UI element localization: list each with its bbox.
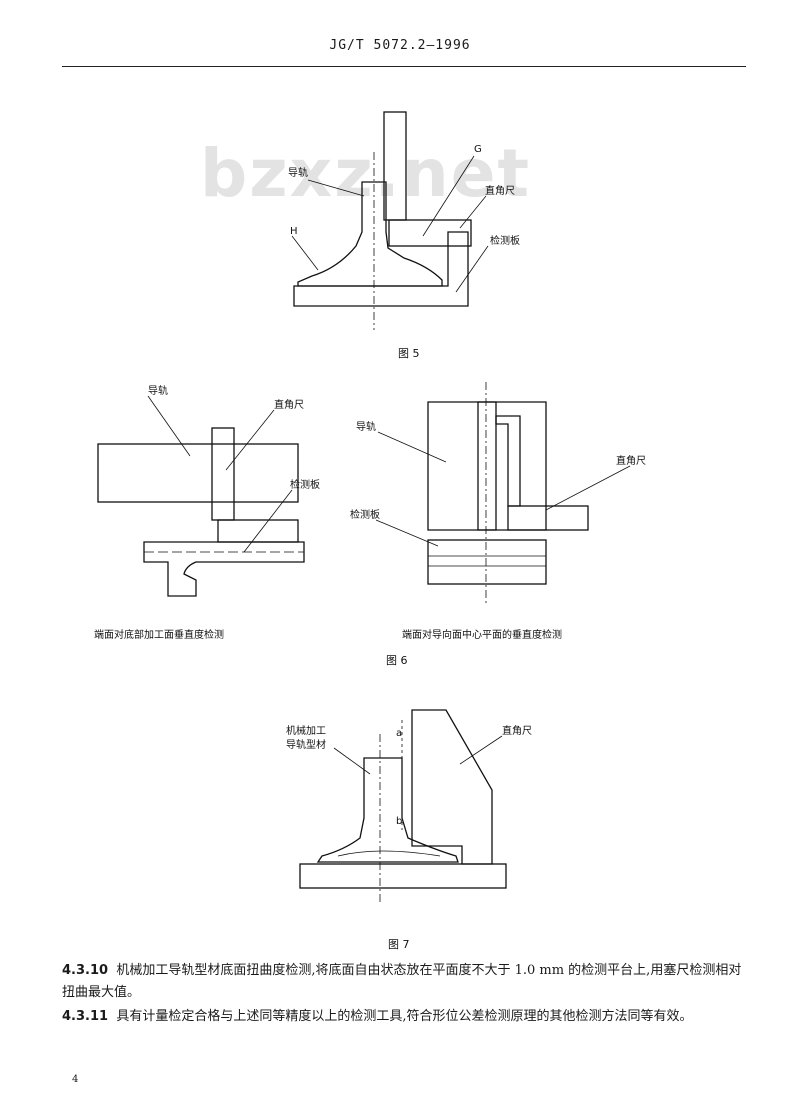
fig5-label-h: H — [290, 226, 298, 237]
paragraph-4-3-11: 4.3.11 具有计量检定合格与上述同等精度以上的检测工具,符合形位公差检测原理… — [62, 1006, 752, 1028]
fig5-leader-g — [422, 155, 475, 237]
paragraph-number: 4.3.11 — [62, 1009, 109, 1024]
fig7-caption: 图 7 — [388, 938, 410, 951]
fig6r-square-foot — [507, 505, 589, 531]
fig7-label-b: b — [396, 816, 402, 827]
fig5-square-foot — [388, 219, 472, 247]
fig7-leader-rail — [333, 747, 371, 775]
paragraph-4-3-10: 4.3.10 机械加工导轨型材底面扭曲度检测,将底面自由状态放在平面度不大于 1… — [62, 960, 752, 1004]
fig6r-leader-rail — [377, 431, 447, 463]
fig6r-leader-plate — [375, 519, 439, 547]
fig6r-label-plate: 检测板 — [350, 508, 380, 521]
paragraph-text: 具有计量检定合格与上述同等精度以上的检测工具,符合形位公差检测原理的其他检测方法… — [116, 1009, 693, 1024]
fig5-leader-h — [291, 235, 319, 271]
fig6-caption: 图 6 — [386, 654, 408, 667]
fig7-leader-square — [459, 735, 503, 765]
watermark: bzxz.net — [200, 135, 532, 212]
fig7-rail-foot-hatch — [337, 850, 441, 857]
fig6r-label-rail: 导轨 — [356, 420, 376, 433]
fig6l-label-rail: 导轨 — [148, 384, 168, 397]
fig6r-rail-body — [427, 401, 547, 531]
fig5-label-rail: 导轨 — [288, 166, 308, 179]
fig5-square-blade — [383, 111, 407, 221]
fig5-label-g: G — [474, 144, 482, 155]
figure-6-left: 导轨 直角尺 检测板 端面对底部加工面垂直度检测 — [94, 384, 320, 641]
fig5-label-square: 直角尺 — [485, 184, 515, 197]
fig7-base — [299, 863, 507, 889]
fig6l-leader-square — [225, 409, 275, 471]
fig7-label-rail-2: 导轨型材 — [286, 738, 326, 751]
document-header: JG/T 5072.2—1996 — [329, 38, 471, 53]
fig6r-caption: 端面对导向面中心平面的垂直度检测 — [402, 628, 562, 641]
figure-6-right: 导轨 直角尺 检测板 端面对导向面中心平面的垂直度检测 — [350, 382, 646, 641]
fig5-leader-plate — [455, 245, 489, 293]
fig7-rail-profile — [316, 757, 459, 863]
fig6l-rail-body — [97, 443, 299, 503]
fig5-caption: 图 5 — [398, 347, 420, 360]
fig6l-leader-rail — [147, 395, 191, 457]
fig7-label-a: a — [396, 728, 402, 739]
fig7-label-square: 直角尺 — [502, 724, 532, 737]
figure-7: 机械加工 导轨型材 直角尺 a b 图 7 — [286, 709, 532, 951]
fig5-leader-square — [459, 195, 487, 229]
fig6r-leader-square — [545, 465, 631, 511]
figure-5: G 导轨 直角尺 H 检测板 图 5 — [288, 111, 520, 360]
fig5-label-plate: 检测板 — [490, 234, 520, 247]
fig6l-square-vertical — [211, 427, 235, 521]
fig6l-label-square: 直角尺 — [274, 398, 304, 411]
fig7-label-rail-1: 机械加工 — [286, 724, 326, 737]
fig5-rail-profile — [297, 181, 443, 287]
header-rule — [62, 66, 746, 67]
fig6l-square-foot — [217, 519, 299, 543]
fig6r-plate — [427, 539, 547, 585]
paragraph-number: 4.3.10 — [62, 963, 109, 978]
fig6l-plate — [143, 541, 305, 597]
fig5-leader-rail — [307, 179, 365, 197]
fig6r-square-vertical — [495, 415, 521, 507]
fig6l-leader-plate — [243, 489, 293, 553]
fig5-base-plate — [293, 231, 469, 307]
fig7-square — [411, 709, 493, 865]
page-number: 4 — [72, 1074, 79, 1085]
fig6r-slot — [477, 401, 497, 531]
fig6l-label-plate: 检测板 — [290, 478, 320, 491]
fig6r-label-square: 直角尺 — [616, 454, 646, 467]
paragraph-text: 机械加工导轨型材底面扭曲度检测,将底面自由状态放在平面度不大于 1.0 mm 的… — [62, 963, 742, 1000]
fig6l-caption: 端面对底部加工面垂直度检测 — [94, 628, 224, 641]
